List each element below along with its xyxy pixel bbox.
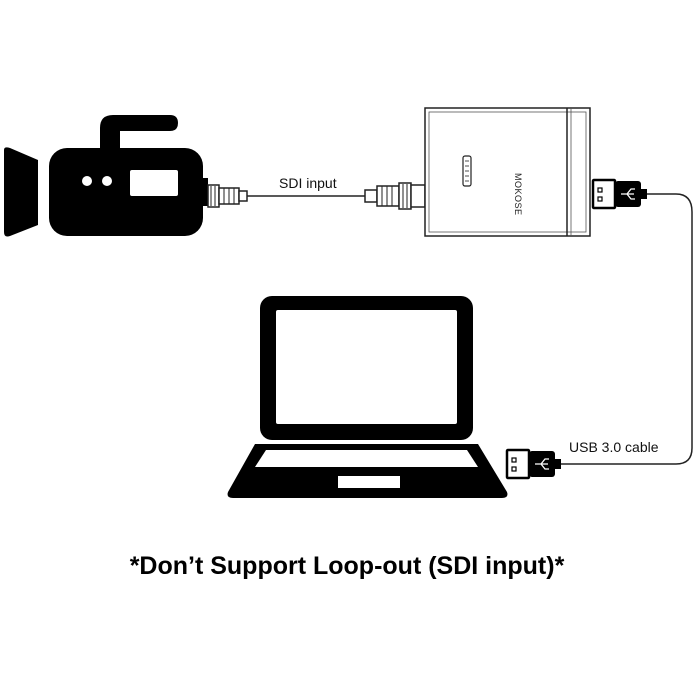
bnc-connector-icon [364,182,426,210]
usb-connector-icon [505,448,561,480]
usb-cable [560,193,693,465]
bnc-connector-icon [207,184,248,208]
sdi-input-label: SDI input [279,175,337,191]
caption: *Don’t Support Loop-out (SDI input)* [129,552,565,580]
laptop-icon [227,296,508,498]
video-camera-icon [4,115,208,237]
usb-cable-label: USB 3.0 cable [569,439,659,455]
capture-device-icon [424,107,591,237]
usb-connector-icon [591,178,647,210]
device-brand-label: MOKOSE [513,173,523,216]
